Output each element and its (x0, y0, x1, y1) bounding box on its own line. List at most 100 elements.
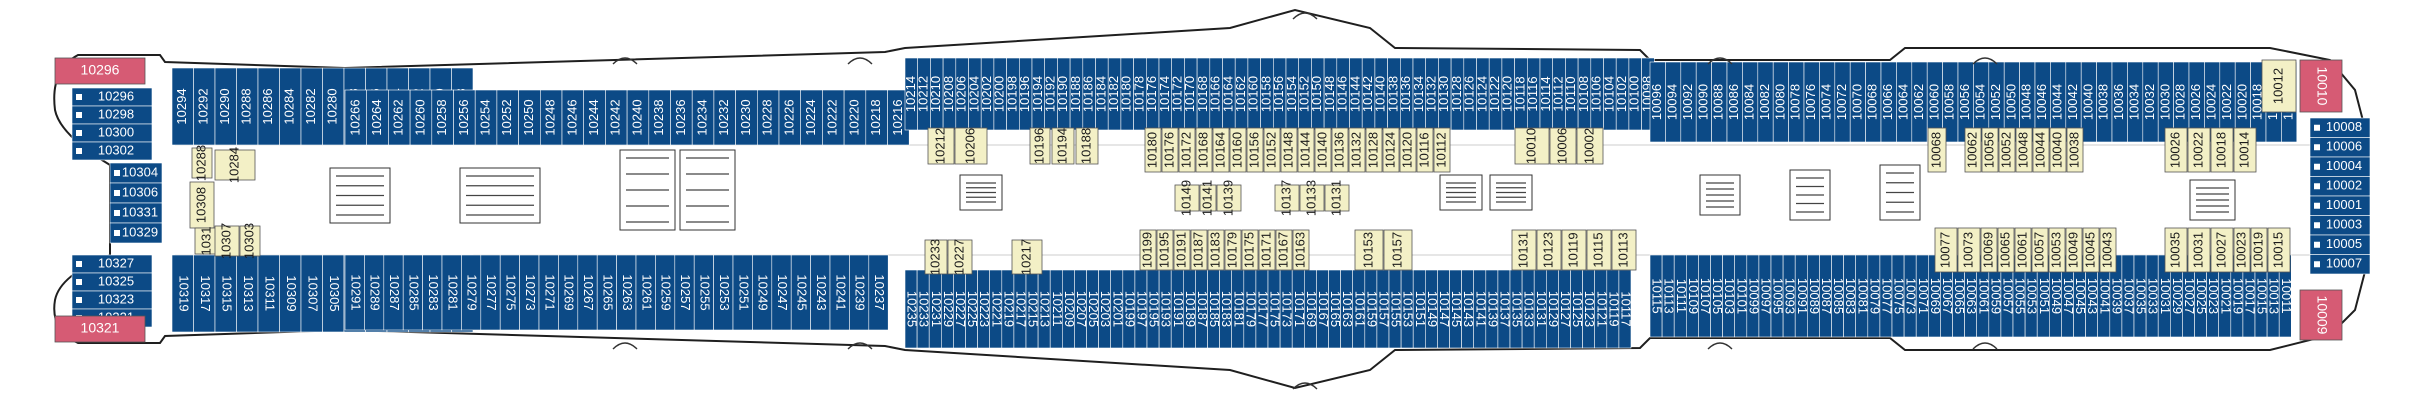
cabin-10113[interactable] (1611, 229, 1637, 271)
cabin-number: 10172 (1178, 132, 1193, 168)
cabin-10009[interactable] (2299, 289, 2343, 341)
cabin-10014[interactable] (2233, 127, 2257, 173)
cabin-10233[interactable] (924, 239, 948, 275)
cabin-10006[interactable] (1549, 127, 1577, 165)
cabin-10183[interactable] (1207, 229, 1225, 271)
cabin-10131[interactable] (1324, 184, 1350, 212)
cabin-10284[interactable] (214, 149, 256, 181)
cabin-10149[interactable] (1174, 184, 1200, 212)
cabin-10329[interactable] (109, 222, 163, 244)
cabin-10194[interactable] (1051, 127, 1075, 165)
cabin-10307[interactable] (214, 225, 240, 257)
cabin-10160[interactable] (1229, 127, 1247, 173)
cabin-10171[interactable] (1258, 229, 1276, 271)
cabin-10321[interactable] (54, 315, 146, 343)
cabin-number: 10159 (1364, 291, 1379, 327)
cabin-10049[interactable] (2065, 227, 2083, 273)
cabin-10062[interactable] (1964, 127, 1982, 173)
cabin-10018[interactable] (2210, 127, 2234, 173)
cabin-10045[interactable] (2082, 227, 2100, 273)
cabin-10172[interactable] (1178, 127, 1196, 173)
cabin-10164[interactable] (1212, 127, 1230, 173)
cabin-10199[interactable] (1139, 229, 1157, 271)
cabin-10288[interactable] (191, 147, 213, 179)
cabin-10068[interactable] (1927, 127, 1947, 173)
cabin-10217[interactable] (1011, 239, 1043, 275)
cabin-10120[interactable] (1399, 127, 1417, 173)
cabin-10128[interactable] (1365, 127, 1383, 173)
cabin-10139[interactable] (1216, 184, 1242, 212)
cabin-10137[interactable] (1274, 184, 1300, 212)
cabin-10040[interactable] (2049, 127, 2067, 173)
cabin-10168[interactable] (1195, 127, 1213, 173)
cabin-10069[interactable] (1980, 227, 1998, 273)
cabin-10196[interactable] (1029, 127, 1051, 165)
cabin-10038[interactable] (2066, 127, 2084, 173)
cabin-10131[interactable] (1511, 229, 1537, 271)
cabin-10007[interactable] (2309, 254, 2371, 275)
cabin-number: 10091 (1795, 278, 1810, 314)
cabin-10112[interactable] (1433, 127, 1451, 173)
cabin-10302[interactable] (71, 141, 153, 161)
cabin-10061[interactable] (2014, 227, 2032, 273)
cabin-10148[interactable] (1280, 127, 1298, 173)
cabin-10133[interactable] (1299, 184, 1325, 212)
cabin-10180[interactable] (1144, 127, 1162, 173)
cabin-10115[interactable] (1586, 229, 1612, 271)
cabin-10303[interactable] (239, 225, 261, 257)
cabin-10123[interactable] (1536, 229, 1562, 271)
cabin-10022[interactable] (2187, 127, 2211, 173)
cabin-10187[interactable] (1190, 229, 1208, 271)
cabin-10002[interactable] (1576, 127, 1604, 165)
cabin-10052[interactable] (1998, 127, 2016, 173)
cabin-10141[interactable] (1199, 184, 1217, 212)
cabin-10152[interactable] (1263, 127, 1281, 173)
cabin-10296[interactable] (54, 57, 146, 85)
cabin-10031[interactable] (2187, 227, 2211, 273)
cabin-10023[interactable] (2233, 227, 2251, 273)
cabin-10179[interactable] (1224, 229, 1242, 271)
cabin-number: 10118 (1512, 76, 1527, 111)
cabin-10119[interactable] (1561, 229, 1587, 271)
cabin-10156[interactable] (1246, 127, 1264, 173)
cabin-10027[interactable] (2210, 227, 2234, 273)
cabin-10188[interactable] (1075, 127, 1099, 165)
cabin-10176[interactable] (1161, 127, 1179, 173)
cabin-10043[interactable] (2099, 227, 2117, 273)
cabin-10010[interactable] (1514, 127, 1550, 165)
cabin-10140[interactable] (1314, 127, 1332, 173)
cabin-10227[interactable] (947, 239, 973, 275)
cabin-10015[interactable] (2267, 227, 2291, 273)
cabin-10010[interactable] (2299, 59, 2343, 113)
cabin-10308[interactable] (189, 181, 215, 229)
cabin-10073[interactable] (1957, 227, 1981, 273)
cabin-10132[interactable] (1348, 127, 1366, 173)
cabin-10124[interactable] (1382, 127, 1400, 173)
cabin-10157[interactable] (1383, 229, 1413, 271)
cabin-10026[interactable] (2164, 127, 2188, 173)
cabin-10057[interactable] (2031, 227, 2049, 273)
cabin-10056[interactable] (1981, 127, 1999, 173)
cabin-10012[interactable] (2261, 59, 2297, 113)
cabin-10044[interactable] (2032, 127, 2050, 173)
cabin-10144[interactable] (1297, 127, 1315, 173)
cabin-number: 10023 (2233, 232, 2248, 268)
cabin-10116[interactable] (1416, 127, 1434, 173)
cabin-10167[interactable] (1275, 229, 1293, 271)
cabin-10163[interactable] (1292, 229, 1310, 271)
cabin-10077[interactable] (1934, 227, 1958, 273)
cabin-10136[interactable] (1331, 127, 1349, 173)
cabin-10191[interactable] (1173, 229, 1191, 271)
cabin-10035[interactable] (2164, 227, 2188, 273)
cabin-10195[interactable] (1156, 229, 1174, 271)
cabin-10019[interactable] (2250, 227, 2268, 273)
cabin-10212[interactable] (927, 127, 955, 165)
cabin-10053[interactable] (2048, 227, 2066, 273)
cabin-10065[interactable] (1997, 227, 2015, 273)
cabin-10175[interactable] (1241, 229, 1259, 271)
cabin-10153[interactable] (1354, 229, 1384, 271)
cabin-10048[interactable] (2015, 127, 2033, 173)
cabin-number: 10251 (736, 274, 751, 310)
cabin-10206[interactable] (954, 127, 988, 165)
cabin-10237[interactable] (868, 254, 889, 331)
